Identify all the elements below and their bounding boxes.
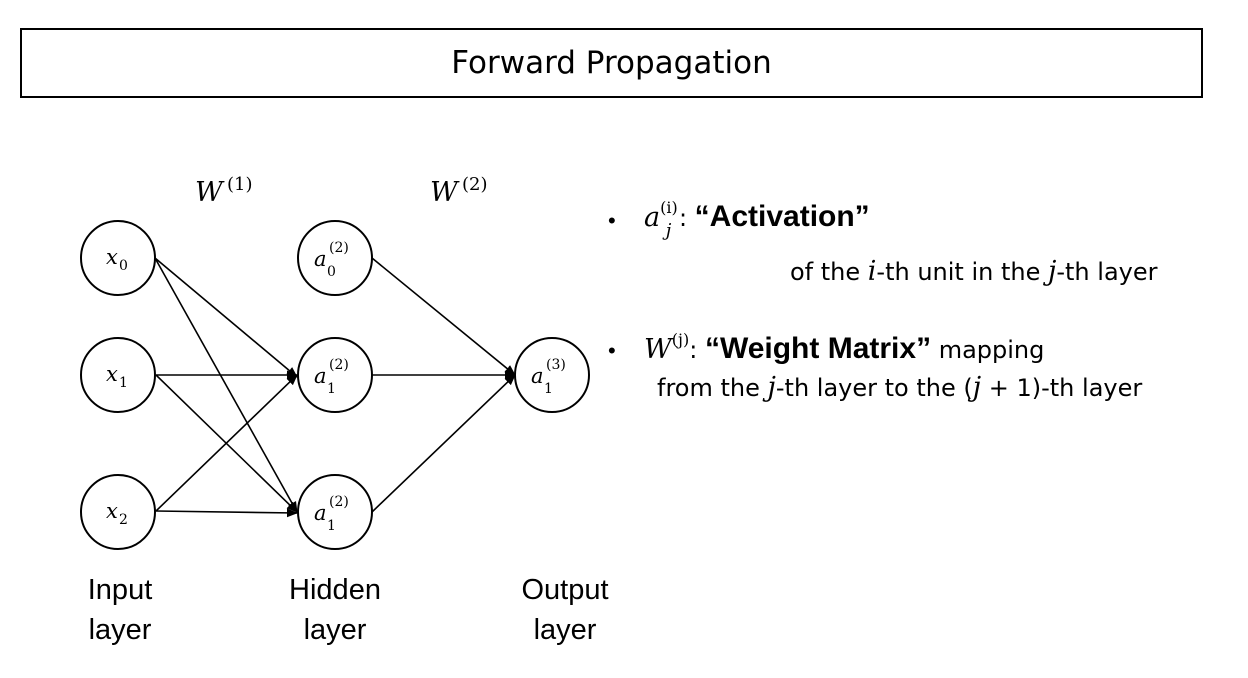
page-title: Forward Propagation — [451, 45, 772, 81]
activation-sup: (i) — [660, 198, 678, 217]
input-layer-label: Input layer — [70, 570, 170, 650]
edge-a1b-out — [371, 374, 516, 513]
weight-line2: from the j-th layer to the (j + 1)-th la… — [657, 372, 1142, 403]
weight-line1: W(j): “Weight Matrix” mapping — [644, 330, 1045, 366]
output-layer-label: Output layer — [505, 570, 625, 650]
activation-i: i — [867, 256, 877, 287]
a1b-sup: (2) — [329, 494, 349, 510]
a1-sup: (2) — [329, 357, 349, 373]
a0-var: a — [314, 247, 327, 271]
node-x1 — [80, 337, 156, 413]
weight-text-b: -th layer to the ( — [775, 374, 973, 402]
edge-a0-out — [371, 257, 516, 376]
x0-sub: 0 — [119, 258, 128, 274]
edges-hidden-output — [371, 257, 517, 513]
edges-input-hidden — [154, 257, 299, 518]
activation-text-c: -th layer — [1056, 258, 1158, 286]
output-layer-line2: layer — [533, 614, 597, 646]
weight-term: “Weight Matrix” — [704, 332, 932, 365]
node-a0 — [297, 220, 373, 296]
activation-line2: of the i-th unit in the j-th layer — [790, 256, 1157, 287]
node-a1b — [297, 474, 373, 550]
a0-sup: (2) — [329, 240, 349, 256]
weight-j2: j — [972, 372, 982, 403]
edge-x2-a1b — [155, 508, 299, 518]
out-var: a — [531, 364, 544, 388]
node-a1 — [297, 337, 373, 413]
hidden-layer-line1: Hidden — [289, 574, 381, 606]
activation-j: j — [1047, 256, 1057, 287]
weight-plus: + 1 — [981, 374, 1032, 402]
node-out — [514, 337, 590, 413]
node-x0 — [80, 220, 156, 296]
activation-sep: : — [671, 204, 695, 232]
w1-sup: (1) — [227, 174, 253, 195]
x2-var: x — [106, 499, 118, 523]
weight-j: j — [767, 372, 776, 403]
activation-text-a: of the — [790, 258, 868, 286]
a1-var: a — [314, 364, 327, 388]
weight-after: mapping — [931, 336, 1045, 364]
edge-x2-a1 — [155, 374, 298, 512]
a0-sub: 0 — [327, 264, 336, 280]
x2-sub: 2 — [119, 512, 128, 528]
hidden-layer-line2: layer — [303, 614, 367, 646]
output-layer-line1: Output — [521, 574, 609, 606]
node-x2 — [80, 474, 156, 550]
a1b-var: a — [314, 501, 327, 525]
weight-text-a: from the — [657, 374, 768, 402]
activation-text-b: -th unit in the — [876, 258, 1048, 286]
activation-line1: a(i) j : “Activation” — [644, 198, 870, 241]
out-sub: 1 — [544, 381, 553, 397]
x0-var: x — [106, 245, 118, 269]
title-box: Forward Propagation — [20, 28, 1203, 98]
edge-x0-a1b — [154, 257, 298, 513]
w2-symbol: W — [430, 177, 460, 208]
x1-var: x — [106, 362, 118, 386]
a1-sub: 1 — [327, 381, 336, 397]
a1b-sub: 1 — [327, 518, 336, 534]
weight-sup: (j) — [671, 330, 690, 349]
w2-sup: (2) — [462, 174, 488, 195]
weight-sep: : — [689, 336, 705, 364]
bullet-dot-activation: • — [608, 208, 616, 233]
bullet-dot-weight: • — [608, 338, 616, 363]
activation-sub: j — [665, 220, 672, 241]
hidden-layer-label: Hidden layer — [275, 570, 395, 650]
w1-symbol: W — [195, 177, 225, 208]
input-layer-line1: Input — [87, 574, 153, 606]
weight-symbol: W — [644, 334, 672, 365]
weight-text-c: )-th layer — [1031, 374, 1143, 402]
out-sup: (3) — [546, 357, 566, 373]
activation-term: “Activation” — [694, 200, 870, 233]
input-layer-line2: layer — [88, 614, 152, 646]
edge-x0-a1 — [154, 257, 298, 378]
activation-symbol: a — [644, 202, 661, 233]
x1-sub: 1 — [119, 375, 128, 391]
